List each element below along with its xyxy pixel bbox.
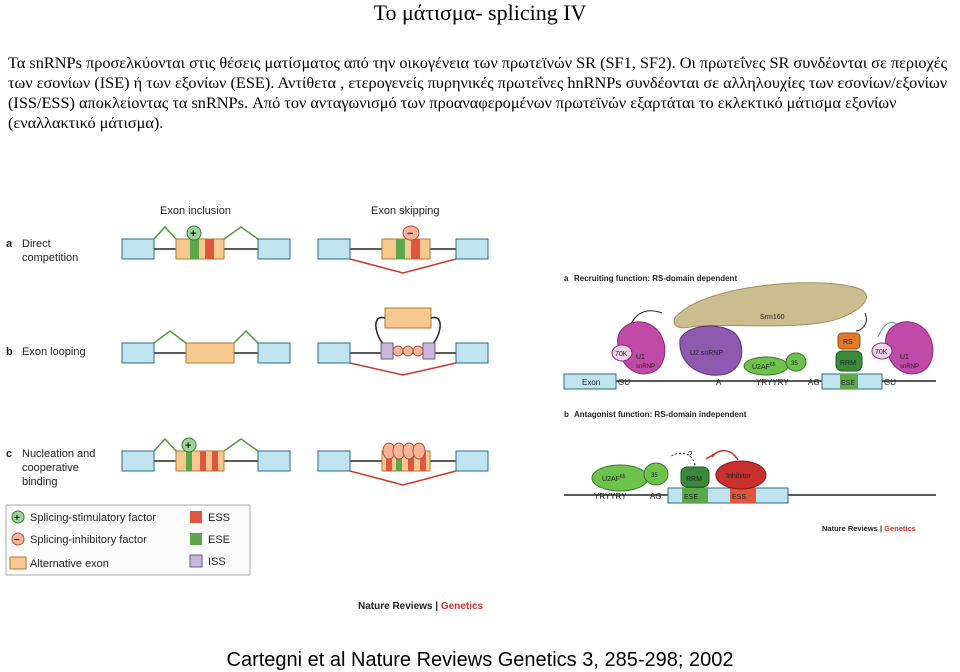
right-credit-genetics: Genetics [884, 524, 916, 533]
legend-plus: + [14, 513, 20, 524]
yryyry-label: YRYYRY [756, 378, 789, 387]
plus-sign: + [190, 228, 196, 240]
panel-c-label-line3: binding [22, 476, 57, 488]
u2af-35-label: 35 [791, 361, 798, 367]
panel-c-label-line2: cooperative [22, 462, 79, 474]
right-credit-nature-reviews: Nature Reviews [822, 524, 878, 533]
u2af-sup-label-b: 65 [620, 474, 626, 480]
question-mark: ? [688, 450, 693, 459]
u1-snrnp-label-left: snRNP [636, 364, 655, 370]
stimulatory-factor-icon [186, 225, 202, 241]
yryyry-label-b: YRYYRY [594, 492, 627, 501]
right-panel-b-letter: b [564, 410, 569, 419]
svg-text:Nature Reviews | Genetics: Nature Reviews | Genetics [822, 524, 916, 533]
u2af-label-b: U2AF [602, 476, 620, 483]
svg-text:U2AF65: U2AF65 [602, 474, 626, 483]
slide-body-text: Τα snRNPs προσελκύονται στις θέσεις ματί… [8, 53, 948, 132]
legend-stimulatory-label: Splicing-stimulatory factor [30, 512, 156, 524]
left-credit-genetics: Genetics [441, 601, 484, 612]
rrm-label-b: RRM [686, 476, 702, 483]
panel-a-label-line2: competition [22, 252, 78, 264]
exon-inclusion-header: Exon inclusion [160, 205, 231, 217]
plus-sign-c: + [185, 440, 191, 452]
panel-b-label: Exon looping [22, 346, 86, 358]
slide-citation: Cartegni et al Nature Reviews Genetics 3… [226, 649, 734, 671]
ese-label: ESE [841, 380, 855, 387]
srm160-label: Srm160 [760, 314, 785, 321]
legend-iss-label: ISS [208, 556, 226, 568]
panel-c-skipping-schematic [317, 442, 489, 486]
u1-label-right: U1 [900, 354, 909, 361]
antagonist-schematic: YRYYRY AG ESE ESS U2AF65 35 RRM ? Inhibi… [564, 449, 936, 504]
panel-b-letter: b [6, 346, 13, 358]
svg-text:U2AF65: U2AF65 [752, 362, 776, 371]
legend: + Splicing-stimulatory factor − Splicing… [5, 504, 251, 576]
exon-label: Exon [582, 378, 600, 387]
u2af-label: U2AF [752, 364, 770, 371]
rs-label: RS [843, 339, 853, 346]
panel-b-skipping-schematic [317, 307, 489, 376]
panel-a-label-line1: Direct [22, 238, 51, 250]
ag-label: AG [808, 378, 820, 387]
rrm-label: RRM [840, 360, 856, 367]
minus-sign: − [407, 228, 413, 240]
legend-ess-label: ESS [208, 512, 230, 524]
panel-a-skipping-schematic: − [317, 225, 489, 274]
a-label: A [716, 378, 722, 387]
u2af-sup-label: 65 [770, 362, 776, 368]
panel-c-inclusion-schematic: + [121, 437, 291, 472]
legend-alt-exon-label: Alternative exon [30, 558, 109, 570]
exon-skipping-header: Exon skipping [371, 205, 440, 217]
right-figure: a Recruiting function: RS-domain depende… [563, 274, 936, 533]
panel-c-label-line1: Nucleation and [22, 448, 95, 460]
k70-label-right: 70K [875, 349, 888, 356]
k70-label-left: 70K [615, 351, 628, 358]
panel-c-letter: c [6, 448, 12, 460]
u2-snrnp-label: U2 snRNP [690, 350, 723, 357]
svg-text:Nature Reviews | Genetics: Nature Reviews | Genetics [358, 601, 484, 612]
left-credit-nature-reviews: Nature Reviews [358, 601, 433, 612]
panel-a-letter: a [6, 238, 13, 250]
u1-snrnp-label-right: snRNP [900, 364, 919, 370]
slide-title: Το μάτισμα- splicing IV [373, 0, 587, 25]
right-panel-a-title: Recruiting function: RS-domain dependent [574, 274, 737, 283]
legend-inhibitory-label: Splicing-inhibitory factor [30, 534, 147, 546]
right-panel-b-title: Antagonist function: RS-domain independe… [574, 410, 747, 419]
left-figure: Exon inclusion Exon skipping a Direct co… [5, 205, 489, 612]
right-credit-sep: | [878, 524, 884, 533]
u1-label-left: U1 [636, 354, 645, 361]
ess-label-b: ESS [732, 494, 746, 501]
inhibitor-label: Inhibitor [726, 473, 752, 480]
inhibitory-factor-icon [402, 225, 420, 241]
right-panel-a-letter: a [564, 274, 569, 283]
panel-b-inclusion-schematic [121, 329, 291, 364]
legend-ese-label: ESE [208, 534, 230, 546]
ag-label-b: AG [650, 492, 662, 501]
recruiting-schematic: Srm160 Exon GU A YRYYRY AG ESE GU 70K U1… [563, 282, 936, 390]
u2af-35-label-b: 35 [651, 473, 658, 479]
ese-label-b: ESE [684, 494, 698, 501]
legend-minus: − [14, 535, 20, 546]
gu-label-left: GU [618, 378, 630, 387]
gu-label-right: GU [884, 378, 896, 387]
left-credit-sep: | [432, 601, 440, 612]
panel-a-inclusion-schematic: + [121, 225, 291, 260]
